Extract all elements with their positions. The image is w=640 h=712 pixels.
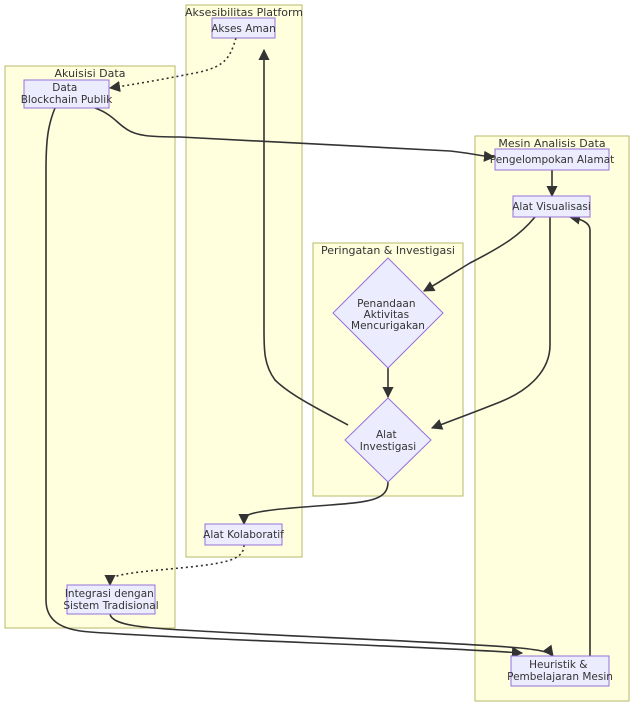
edge-heuristik-to-alat-visualisasi — [568, 213, 591, 656]
svg-text:Data Blockchain Publik: Data Blockchain Publik — [21, 82, 113, 106]
node-integrasi-line-1: Integrasi dengan — [65, 588, 154, 600]
cluster-title-akuisisi: Akuisisi Data — [55, 67, 126, 80]
svg-text:Alat Visualisasi: Alat Visualisasi — [512, 201, 591, 213]
node-heuristik-line-2: Pembelajaran Mesin — [507, 671, 613, 683]
node-alat-investigasi-line-1: Alat — [376, 429, 397, 441]
edge-integrasi-to-heuristik — [109, 613, 554, 657]
node-akses-aman-label: Akses Aman — [211, 23, 276, 35]
edge-data-blockchain-to-heuristik — [45, 107, 524, 658]
edge-alat-kolaboratif-to-integrasi — [104, 544, 245, 587]
node-akses-aman[interactable]: Akses Aman — [211, 17, 276, 39]
node-alat-visualisasi-label: Alat Visualisasi — [512, 201, 591, 213]
edge-alat-visualisasi-to-alat-investigasi — [430, 217, 551, 430]
svg-text:Alat Kolaboratif: Alat Kolaboratif — [203, 529, 284, 541]
node-integrasi-line-2: Sistem Tradisional — [63, 600, 158, 612]
cluster-aksesibilitas-platform: Aksesibilitas Platform — [185, 4, 303, 558]
node-pengelompokan-label: Pengelompokan Alamat — [490, 154, 615, 166]
svg-text:Pengelompokan Alamat: Pengelompokan Alamat — [490, 154, 615, 166]
edge-alat-visualisasi-to-penandaan — [423, 216, 536, 292]
node-data-blockchain-line-2: Blockchain Publik — [21, 94, 113, 106]
edge-data-blockchain-to-pengelompokan — [94, 107, 496, 162]
node-heuristik[interactable]: Heuristik & Pembelajaran Mesin — [507, 655, 613, 687]
node-alat-kolaboratif-label: Alat Kolaboratif — [203, 529, 284, 541]
node-integrasi[interactable]: Integrasi dengan Sistem Tradisional — [63, 584, 159, 615]
node-penandaan-line-1: Penandaan — [357, 298, 415, 310]
svg-text:Alat Investigasi: Alat Investigasi — [360, 429, 416, 453]
node-penandaan-line-3: Mencurigakan — [351, 320, 425, 332]
edge-alat-investigasi-to-akses-aman — [258, 48, 349, 426]
cluster-mesin-analisis-data: Mesin Analisis Data — [474, 135, 630, 702]
node-penandaan-line-2: Aktivitas — [364, 309, 409, 321]
node-alat-investigasi[interactable]: Alat Investigasi — [344, 397, 432, 483]
node-data-blockchain-line-1: Data — [52, 82, 77, 94]
node-pengelompokan[interactable]: Pengelompokan Alamat — [490, 148, 615, 171]
node-alat-investigasi-line-2: Investigasi — [360, 441, 416, 453]
cluster-akuisisi-data: Akuisisi Data — [4, 65, 176, 629]
svg-text:Integrasi dengan Sistem: Integrasi dengan Sistem Tradisional — [63, 588, 158, 612]
svg-text:Penandaan Aktivitas: Penandaan Aktivitas Mencurigakan — [351, 298, 425, 332]
cluster-title-peringatan: Peringatan & Investigasi — [321, 244, 455, 257]
svg-text:Heuristik & Pembelajaran: Heuristik & Pembelajaran Mesin — [507, 659, 613, 683]
node-alat-visualisasi[interactable]: Alat Visualisasi — [512, 195, 591, 218]
node-penandaan[interactable]: Penandaan Aktivitas Mencurigakan — [332, 257, 444, 369]
edge-akses-aman-to-data-blockchain — [108, 37, 237, 93]
node-alat-kolaboratif[interactable]: Alat Kolaboratif — [203, 523, 284, 546]
node-heuristik-line-1: Heuristik & — [529, 659, 587, 671]
edges — [45, 37, 591, 658]
svg-text:Akses Aman: Akses Aman — [211, 23, 276, 35]
edge-alat-investigasi-to-alat-kolaboratif — [238, 481, 389, 526]
cluster-title-aksesibilitas: Aksesibilitas Platform — [185, 6, 303, 19]
node-data-blockchain[interactable]: Data Blockchain Publik — [21, 79, 113, 109]
cluster-title-mesin: Mesin Analisis Data — [498, 137, 605, 150]
